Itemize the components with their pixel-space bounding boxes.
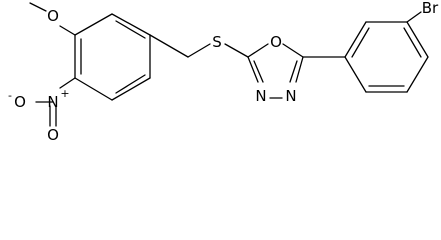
methoxy-oxygen-label: O [47,7,59,25]
ring-nitrogen-right-label: N [285,87,296,105]
methoxy-group: O [29,2,76,36]
structure-canvas: O O - N + O S O N N [8,0,439,144]
nitro-oxygen-minus-label: O [14,93,26,111]
oxadiazole-ring: O N N [247,33,304,105]
thioether-linker: S [149,33,249,58]
ring-nitrogen-left-label: N [255,87,266,105]
nitro-oxygen-charge: - [8,89,12,102]
bromophenyl-ring: Br [302,0,439,93]
nitro-group: O - N + O [8,77,76,144]
nitro-nitrogen-charge: + [60,87,69,100]
nitro-oxygen-label: O [47,126,59,144]
nitro-nitrogen-label: N [47,93,58,111]
bromine-label: Br [422,0,439,17]
molecule-drawing: O O - N + O S O N N [8,0,439,144]
methoxy-nitro-benzene-ring [74,13,151,101]
sulfur-label: S [212,33,222,51]
ring-oxygen-label: O [270,33,282,51]
